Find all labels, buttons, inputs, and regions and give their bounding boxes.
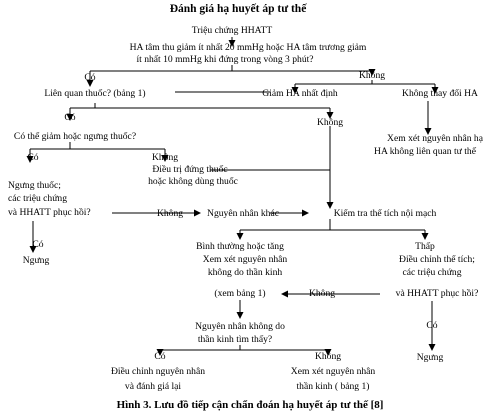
label-no-1: Không — [358, 70, 386, 81]
node-normal-line4: (xem bảng 1) — [214, 288, 266, 299]
node-adjust-line1: Điều chỉnh thể tích; — [399, 254, 475, 265]
node-stop-drug-line3: và HHATT phục hồi? — [8, 207, 91, 218]
node-other-cause-line2: HA không liên quan tư thế — [374, 146, 476, 157]
node-normal-line2: Xem xét nguyên nhân — [202, 254, 288, 265]
label-no-3: Không — [151, 152, 179, 163]
node-check-volume: Kiểm tra thể tích nội mạch — [333, 208, 437, 219]
node-stop-drug-line1: Ngưng thuốc; — [8, 180, 61, 191]
label-yes-3: Có — [27, 152, 39, 163]
node-neuro-line2: thần kinh ( bảng 1) — [296, 381, 370, 392]
node-neuro-line1: Xem xét nguyên nhân — [290, 366, 376, 377]
label-yes-1: Có — [84, 72, 96, 83]
label-yes-2: Có — [64, 112, 76, 123]
node-treat-line2: hoặc không dùng thuốc — [148, 176, 238, 187]
node-adjust-line2: các triệu chứng — [402, 267, 462, 278]
node-low: Thấp — [415, 241, 435, 252]
diagram-title: Đánh giá hạ huyết áp tư thế — [169, 3, 307, 15]
node-criteria-line2: ít nhất 10 mmHg khi đứng trong vòng 3 ph… — [136, 54, 314, 65]
figure-caption: Hình 3. Lưu đồ tiếp cận chẩn đoán hạ huy… — [116, 399, 384, 411]
node-non-neuro-line2: thần kinh tìm thấy? — [197, 334, 273, 345]
label-no-4: Không — [156, 208, 184, 219]
label-yes-6: Có — [154, 351, 166, 362]
label-yes-4: Có — [32, 239, 44, 250]
label-yes-5: Có — [426, 320, 438, 331]
label-no-5: Không — [308, 288, 336, 299]
node-bp-unchanged: Không thay đổi HA — [402, 88, 478, 99]
node-criteria-line1: HA tâm thu giảm ít nhất 20 mmHg hoặc HA … — [129, 42, 367, 53]
node-adjust-cause-line1: Điều chỉnh nguyên nhân — [110, 366, 206, 377]
node-adjust-cause-line2: và đánh giá lại — [124, 381, 182, 392]
node-other-cause-line1: Xem xét nguyên nhân hạ — [387, 133, 483, 144]
node-bp-fixed: Giảm HA nhất định — [262, 88, 338, 99]
node-stop-final-1: Ngưng — [22, 255, 50, 266]
node-drug-related: Liên quan thuốc? (bảng 1) — [44, 88, 146, 99]
node-stop-final-2: Ngưng — [416, 352, 444, 363]
node-adjust-line3: và HHATT phục hồi? — [395, 288, 479, 299]
node-treat-line1: Điều trị đứng thuốc — [152, 164, 228, 175]
node-stop-drug-line2: các triệu chứng — [8, 193, 68, 204]
node-normal-line1: Bình thường hoặc tăng — [196, 241, 284, 252]
node-non-neuro-line1: Nguyên nhân không do — [195, 321, 285, 332]
node-other-cause-short: Nguyên nhân khác — [207, 208, 279, 219]
label-no-6: Không — [314, 351, 342, 362]
node-reduce-stop: Có thể giảm hoặc ngưng thuốc? — [13, 131, 137, 142]
node-start: Triệu chứng HHATT — [191, 25, 273, 36]
node-normal-line3: không do thần kinh — [207, 267, 283, 278]
label-no-2: Không — [316, 117, 344, 128]
